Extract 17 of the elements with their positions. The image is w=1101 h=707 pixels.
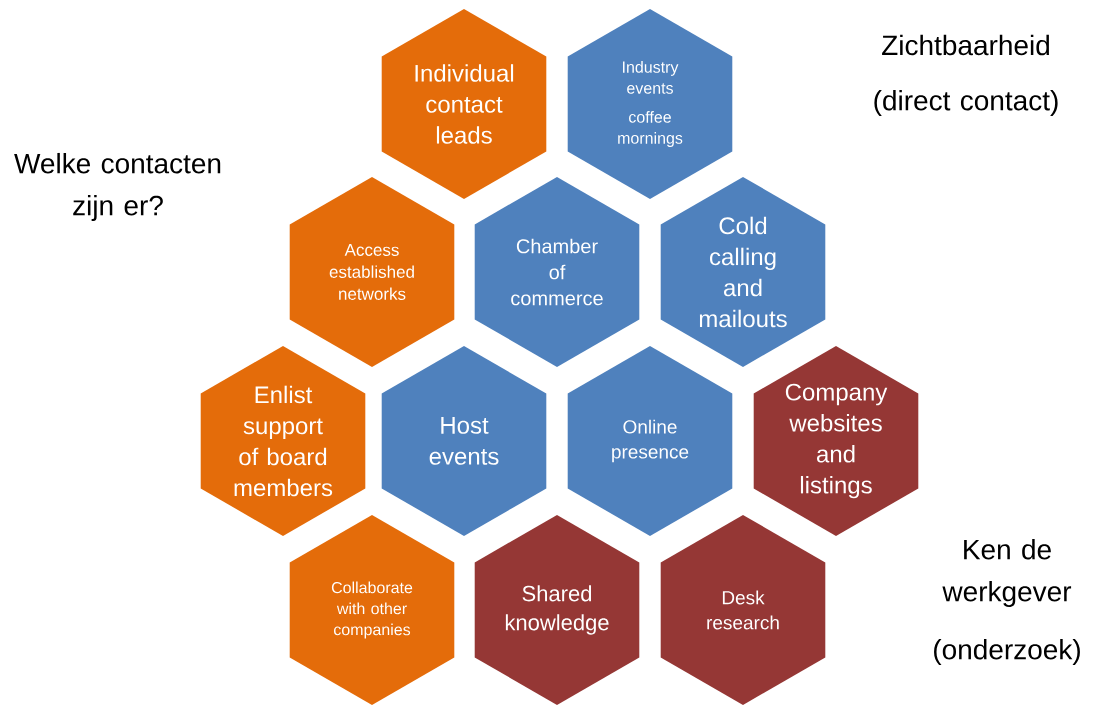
hexagon: Enlist support of board members xyxy=(200,346,366,536)
heading-text: (direct contact) xyxy=(874,89,1058,117)
heading-text: Welke contacten zijn er? xyxy=(14,152,221,222)
hexagon: Collaborate with other companies xyxy=(289,515,455,705)
hexagon: Company websites and listings xyxy=(753,346,919,536)
hexagon: Individual contact leads xyxy=(381,9,547,199)
heading-text: (onderzoek) xyxy=(934,638,1080,666)
heading-text: Ken de werkgever xyxy=(942,538,1072,608)
hexagon: Cold calling and mailouts xyxy=(660,177,826,367)
hexagon: Shared knowledge xyxy=(474,515,640,705)
hexagon: Desk research xyxy=(660,515,826,705)
hexagon: Online presence xyxy=(567,346,733,536)
hexagon: Access established networks xyxy=(289,177,455,367)
hexagon: Chamber of commerce xyxy=(474,177,640,367)
hexagon: Industry events coffee mornings xyxy=(567,9,733,199)
hexagon: Host events xyxy=(381,346,547,536)
heading-text: Zichtbaarheid xyxy=(882,34,1049,56)
